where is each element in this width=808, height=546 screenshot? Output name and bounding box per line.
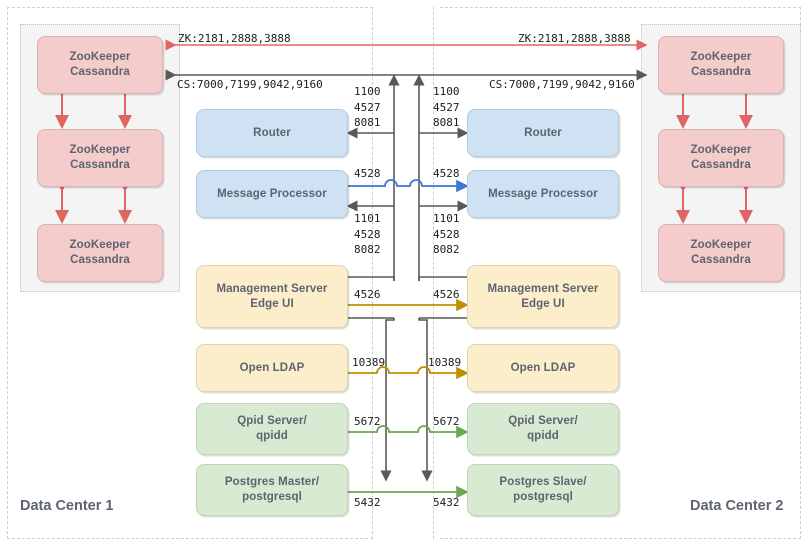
node-label-line1: Postgres Slave/ [499,476,587,488]
port-label-ldap-left: 10389 [352,356,386,369]
port-line: 8082 [354,243,381,256]
node-label-line1: Qpid Server/ [237,415,307,427]
node-dc1-postgres[interactable]: Postgres Master/ postgresql [196,464,348,516]
node-label-line2: qpidd [527,430,559,442]
node-dc2-router[interactable]: Router [467,109,619,157]
node-dc1-zk-cass-1[interactable]: ZooKeeper Cassandra [37,36,163,94]
node-dc1-open-ldap[interactable]: Open LDAP [196,344,348,392]
node-dc1-router[interactable]: Router [196,109,348,157]
port-line: 1101 [433,212,460,225]
port-label-cassandra-right: CS:7000,7199,9042,9160 [489,78,635,91]
port-label-postgres-right: 5432 [433,496,460,509]
datacenter-1-divider [366,7,373,539]
node-label-line2: Cassandra [70,66,130,78]
port-line: 1101 [354,212,381,225]
node-label-line1: Router [253,126,291,139]
node-dc1-zk-cass-3[interactable]: ZooKeeper Cassandra [37,224,163,282]
node-dc1-qpid[interactable]: Qpid Server/ qpidd [196,403,348,455]
port-line: 8081 [354,116,381,129]
node-label-line1: ZooKeeper [69,239,131,251]
node-dc1-zk-cass-2[interactable]: ZooKeeper Cassandra [37,129,163,187]
node-label-line1: Message Processor [488,187,598,200]
node-label-line1: Router [524,126,562,139]
port-label-qpid-right: 5672 [433,415,460,428]
port-label-postgres-left: 5432 [354,496,381,509]
node-label-line2: Cassandra [70,159,130,171]
node-dc2-management-server[interactable]: Management Server Edge UI [467,265,619,328]
port-label-ldap-right: 10389 [428,356,462,369]
node-label-line2: Cassandra [691,159,751,171]
port-line: 1100 [433,85,460,98]
port-label-mp-left: 1101 4528 8082 [354,211,381,258]
node-label-line2: Cassandra [70,254,130,266]
node-label-line1: Postgres Master/ [224,476,320,488]
node-label-line2: Edge UI [250,297,294,310]
datacenter-2-divider [433,7,440,539]
port-line: 8081 [433,116,460,129]
port-line: 8082 [433,243,460,256]
node-label-line2: Edge UI [521,297,565,310]
port-line: 1100 [354,85,381,98]
port-label-mgmt-right: 4526 [433,288,460,301]
node-dc2-zk-cass-3[interactable]: ZooKeeper Cassandra [658,224,784,282]
port-line: 4528 [354,227,381,241]
node-dc2-zk-cass-1[interactable]: ZooKeeper Cassandra [658,36,784,94]
node-dc2-postgres[interactable]: Postgres Slave/ postgresql [467,464,619,516]
node-label-line1: Open LDAP [239,361,305,374]
datacenter-1-label: Data Center 1 [20,498,114,514]
node-label-line1: Management Server [487,282,599,295]
node-label-line1: ZooKeeper [69,144,131,156]
node-dc2-open-ldap[interactable]: Open LDAP [467,344,619,392]
node-label-line2: postgresql [513,491,573,503]
node-label-line2: Cassandra [691,254,751,266]
port-label-zookeeper-left: ZK:2181,2888,3888 [178,32,291,45]
node-label-line1: ZooKeeper [690,239,752,251]
node-dc1-management-server[interactable]: Management Server Edge UI [196,265,348,328]
node-label-line1: ZooKeeper [690,144,752,156]
port-label-mp-in-left: 4528 [354,167,381,180]
port-line: 4527 [433,100,460,114]
node-dc2-qpid[interactable]: Qpid Server/ qpidd [467,403,619,455]
node-label-line1: Management Server [216,282,328,295]
node-label-line1: ZooKeeper [690,51,752,63]
port-line: 4527 [354,100,381,114]
node-label-line2: postgresql [242,491,302,503]
port-label-zookeeper-right: ZK:2181,2888,3888 [518,32,631,45]
port-label-mp-right: 1101 4528 8082 [433,211,460,258]
node-dc2-message-processor[interactable]: Message Processor [467,170,619,218]
datacenter-1-frame [7,7,373,539]
port-label-cassandra-left: CS:7000,7199,9042,9160 [177,78,323,91]
port-label-router-left: 1100 4527 8081 [354,84,381,131]
node-label-line1: Qpid Server/ [508,415,578,427]
node-dc2-zk-cass-2[interactable]: ZooKeeper Cassandra [658,129,784,187]
node-label-line1: Message Processor [217,187,327,200]
port-line: 4528 [433,227,460,241]
node-label-line1: ZooKeeper [69,51,131,63]
node-label-line2: qpidd [256,430,288,442]
port-label-mp-in-right: 4528 [433,167,460,180]
node-label-line2: Cassandra [691,66,751,78]
port-label-qpid-left: 5672 [354,415,381,428]
port-label-mgmt-left: 4526 [354,288,381,301]
datacenter-2-label: Data Center 2 [690,498,784,514]
node-dc1-message-processor[interactable]: Message Processor [196,170,348,218]
port-label-router-right: 1100 4527 8081 [433,84,460,131]
node-label-line1: Open LDAP [510,361,576,374]
